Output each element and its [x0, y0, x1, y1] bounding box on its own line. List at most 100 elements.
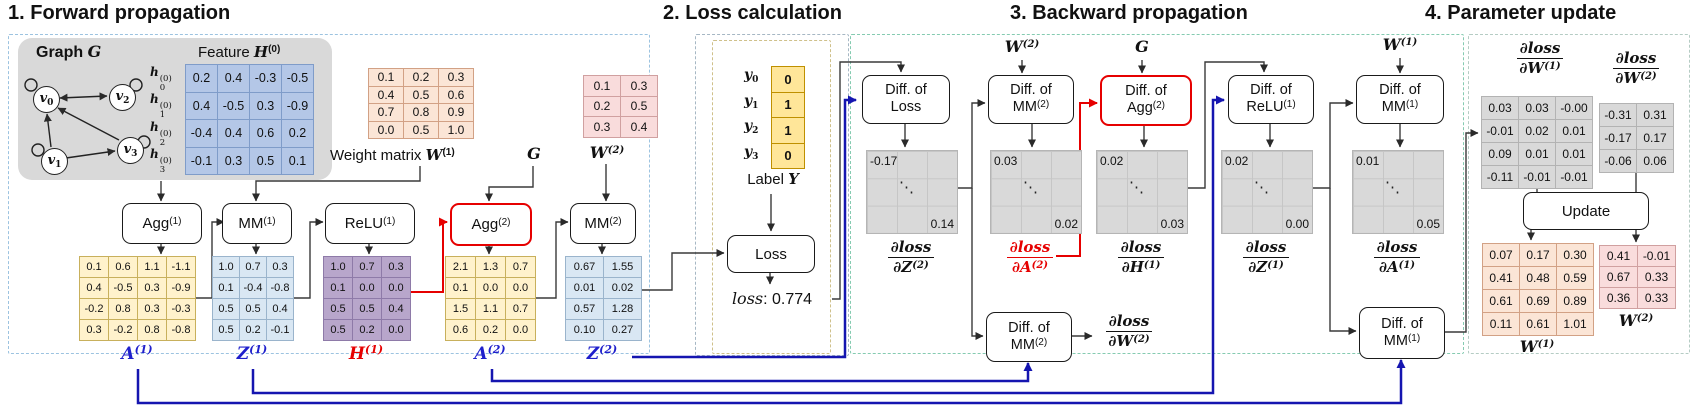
matrix-cell: 0.09	[1482, 143, 1518, 165]
matrix-cell: 0.59	[1557, 267, 1593, 289]
matrix-cell: -0.4	[186, 120, 217, 147]
grad-a2-label: ∂loss∂A(2)	[998, 238, 1062, 277]
matrix-cell: 0.11	[1483, 313, 1519, 335]
matrix-cell: -0.17	[1600, 127, 1636, 149]
matrix-cell: 0.17	[1637, 127, 1673, 149]
matrix-cell: 0.4	[369, 86, 403, 103]
weight-matrix-w1-label: Weight matrix W(1)	[330, 146, 455, 164]
update-box: Update	[1523, 192, 1649, 230]
matrix-cell: -0.01	[1482, 120, 1518, 142]
matrix-cell: 0.27	[604, 320, 641, 340]
matrix-cell: 1.0	[439, 121, 473, 138]
section-update-border	[1468, 34, 1690, 354]
matrix-cell: -0.5	[109, 278, 137, 298]
title-forward: 1. Forward propagation	[8, 2, 231, 24]
matrix-cell: 0.4	[80, 278, 108, 298]
matrix-cell: 0.3	[138, 278, 166, 298]
graph-node-v2: v2	[109, 84, 136, 111]
matrix-cell: -0.9	[167, 278, 195, 298]
op-relu1-box: ReLU(1)	[325, 203, 415, 244]
graph-node-v0: v0	[33, 86, 60, 113]
matrix-cell: 0.02	[604, 278, 641, 298]
title-update: 4. Parameter update	[1425, 2, 1617, 24]
bw-w2-input-label: W(2)	[1004, 37, 1040, 56]
matrix-cell: 0.67	[566, 257, 603, 277]
label-h1: H(1)	[348, 343, 384, 364]
graph-node-v1: v1	[41, 148, 68, 175]
y3-label: y3	[744, 144, 759, 162]
matrix-cell: 0.1	[80, 257, 108, 277]
matrix-cell: 0.2	[476, 320, 505, 340]
matrix-cell: -0.8	[267, 278, 293, 298]
section-loss-inner-border	[712, 40, 831, 354]
op-mm1-box: MM(1)	[222, 203, 292, 244]
grad-a2-matrix: 0.03⋱0.02	[990, 150, 1082, 234]
w2-input-label: W(2)	[589, 143, 625, 162]
matrix-cell: 0.7	[353, 257, 381, 277]
section-loss-outer-border	[695, 34, 849, 356]
matrix-cell: 0.2	[353, 320, 381, 340]
matrix-cell: 0.1	[324, 278, 352, 298]
matrix-cell: 0.1	[282, 147, 313, 174]
matrix-cell: -0.3	[167, 299, 195, 319]
title-loss: 2. Loss calculation	[663, 2, 842, 24]
matrix-cell: 0.0	[382, 278, 410, 298]
feature-row-label-h0: h(0)0	[150, 65, 172, 93]
matrix-cell: 0.4	[621, 117, 657, 137]
matrix-cell: 0.48	[1520, 267, 1556, 289]
grad-a1-matrix: 0.01⋱0.05	[1352, 150, 1444, 234]
matrix-cell: 0.5	[250, 147, 281, 174]
matrix-cell: 1.0	[213, 257, 239, 277]
op-mm2-box: MM(2)	[570, 203, 636, 244]
matrix-cell: 2.1	[446, 257, 475, 277]
backward-connectors	[901, 58, 1640, 340]
matrix-cell: 0.3	[621, 76, 657, 96]
matrix-cell: -0.11	[1482, 166, 1518, 188]
matrix-cell: 0.03	[1482, 97, 1518, 119]
matrix-cell: 1.1	[476, 299, 505, 319]
matrix-cell: 0.36	[1600, 288, 1637, 308]
g-input-label: G	[527, 144, 541, 163]
loss-value: loss: 0.774	[731, 289, 813, 308]
matrix-cell: -0.01	[1638, 246, 1675, 266]
matrix-cell: 0.3	[80, 320, 108, 340]
matrix-cell: 1	[772, 92, 804, 117]
label-y-caption: Label Y	[747, 170, 799, 188]
matrix-cell: 0.33	[1638, 267, 1675, 287]
matrix-cell: -0.2	[80, 299, 108, 319]
matrix-cell: 1.28	[604, 299, 641, 319]
matrix-cell: 0.7	[369, 104, 403, 121]
matrix-cell: 0.01	[1519, 143, 1555, 165]
matrix-cell: 0.61	[1520, 313, 1556, 335]
matrix-cell: 0.2	[404, 69, 438, 86]
matrix-cell: 0.30	[1557, 244, 1593, 266]
matrix-cell: -0.00	[1556, 97, 1592, 119]
matrix-cell: 0.10	[566, 320, 603, 340]
matrix-cell: 0	[772, 67, 804, 92]
forward-connectors	[157, 61, 905, 300]
feature-row-label-h1: h(0)1	[150, 92, 172, 120]
label-a2: A(2)	[474, 343, 506, 364]
matrix-cell: 0.03	[1519, 97, 1555, 119]
matrix-cell: -0.1	[186, 147, 217, 174]
matrix-cell: -0.1	[267, 320, 293, 340]
matrix-cell: 0.41	[1483, 267, 1519, 289]
updated-w1-label: W(1)	[1519, 337, 1555, 356]
matrix-cell: 0.01	[1556, 143, 1592, 165]
matrix-cell: 1.01	[1557, 313, 1593, 335]
matrix-cell: 0.1	[369, 69, 403, 86]
matrix-cell: 0.3	[138, 299, 166, 319]
matrix-cell: 0.8	[138, 320, 166, 340]
matrix-cell: 0.69	[1520, 290, 1556, 312]
matrix-cell: 0.6	[439, 86, 473, 103]
grad-z1-label: ∂loss∂Z(1)	[1234, 238, 1298, 277]
grad-h1-label: ∂loss∂H(1)	[1109, 238, 1173, 277]
